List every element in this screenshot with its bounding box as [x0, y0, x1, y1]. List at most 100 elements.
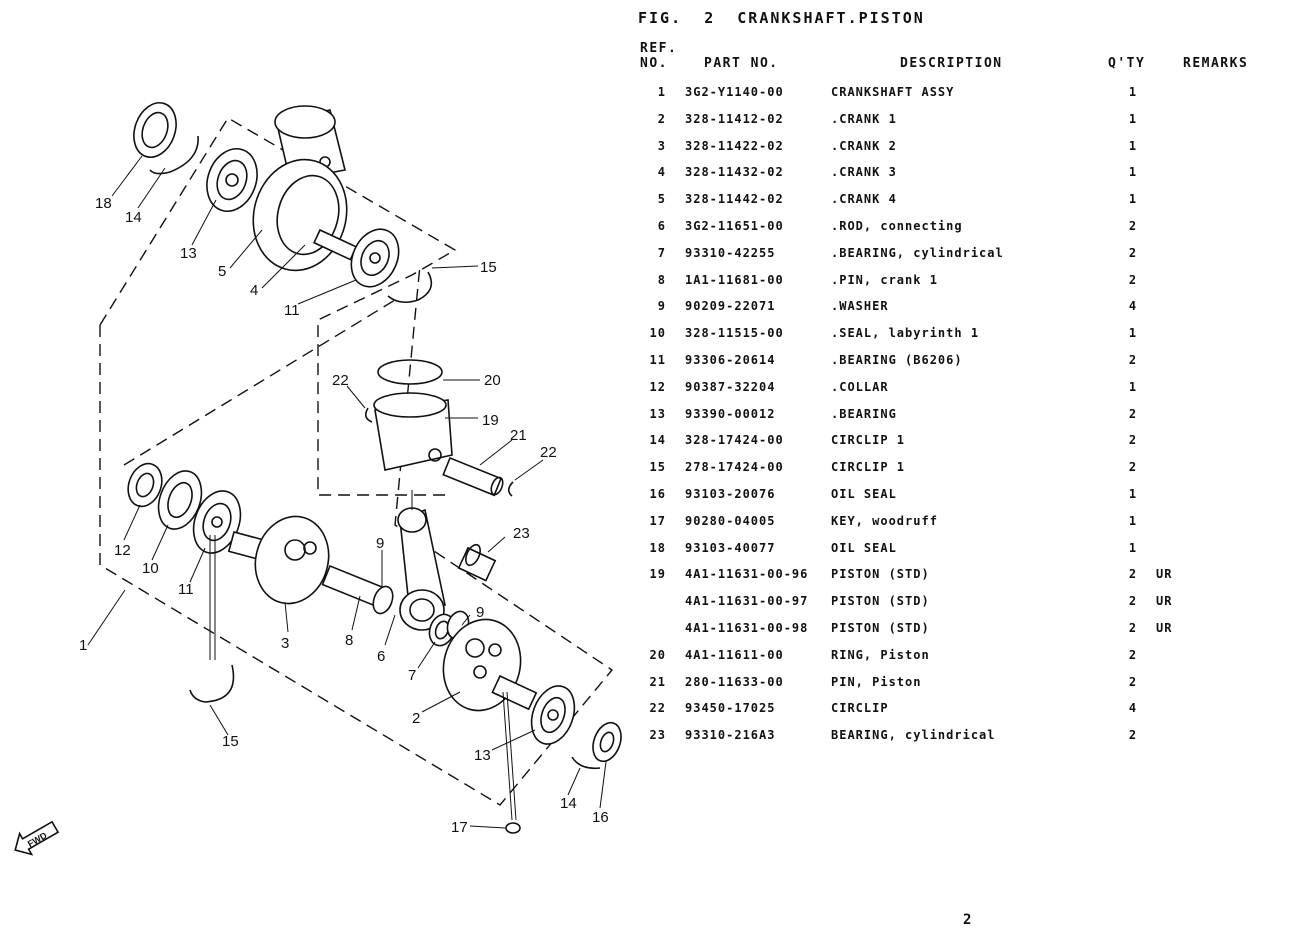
description: .BEARING	[831, 406, 897, 421]
remarks: UR	[1156, 594, 1173, 609]
column-header-ref-no: REF. NO.	[640, 41, 678, 71]
ref-no: 1	[657, 85, 666, 99]
assembly-boundary-upper	[99, 117, 457, 496]
description: .WASHER	[831, 299, 889, 314]
ref-no: 14	[649, 433, 666, 448]
fwd-label: FWD	[26, 830, 49, 849]
part-no: 93103-20076	[685, 486, 776, 501]
description: CIRCLIP	[831, 701, 889, 716]
callout-11: 11	[284, 302, 300, 319]
ref-no: 5	[657, 192, 666, 207]
callout-14: 14	[125, 209, 142, 226]
callout-9: 9	[476, 604, 484, 621]
ref-no: 20	[649, 647, 666, 662]
piston-19	[373, 392, 453, 471]
description: .COLLAR	[831, 379, 889, 394]
callout-2: 2	[412, 710, 420, 727]
description: .SEAL, labyrinth 1	[831, 326, 980, 341]
description: .CRANK 1	[831, 111, 897, 126]
callout-22: 22	[540, 444, 557, 461]
qty: 1	[1128, 138, 1138, 153]
part-no: 328-11422-02	[685, 138, 784, 153]
qty: 1	[1128, 513, 1138, 528]
callout-14: 14	[560, 795, 577, 812]
assembly-boundary-lower	[99, 264, 614, 806]
circlip-22a	[364, 407, 373, 423]
part-no: 4A1-11631-00-97	[685, 594, 809, 609]
bearing-11a	[350, 228, 400, 288]
part-no: 93310-216A3	[685, 728, 776, 743]
description: .BEARING, cylindrical	[831, 245, 1004, 260]
assembly-boundary-link	[123, 299, 396, 466]
fwd-arrow-icon: FWD	[14, 820, 60, 856]
callout-8: 8	[345, 632, 353, 649]
ref-no: 2	[657, 111, 666, 126]
callout-15: 15	[222, 733, 239, 750]
crank-top-assembly	[252, 105, 358, 272]
qty: 2	[1128, 567, 1138, 582]
ref-no: 18	[649, 540, 666, 555]
figure-number: 2	[704, 9, 716, 27]
part-no: 90280-04005	[685, 513, 776, 528]
description: PISTON (STD)	[831, 567, 930, 582]
part-no: 4A1-11611-00	[685, 647, 784, 662]
ref-no: 19	[649, 567, 666, 582]
ref-no: 22	[649, 701, 666, 716]
ref-no: 13	[649, 406, 666, 421]
ref-no: 21	[649, 674, 666, 689]
callout-9: 9	[376, 535, 384, 552]
ref-no: 17	[649, 513, 666, 528]
oil-seal-18	[133, 102, 177, 158]
description: RING, Piston	[831, 647, 930, 662]
part-no: 328-11432-02	[685, 165, 784, 180]
ref-no: 12	[649, 379, 666, 394]
labyrinth-seal-10	[157, 470, 203, 530]
piston-pin-21	[442, 456, 504, 497]
description: OIL SEAL	[831, 540, 897, 555]
description: .PIN, crank 1	[831, 272, 938, 287]
part-no: 3G2-Y1140-00	[685, 85, 784, 99]
qty: 1	[1128, 540, 1138, 555]
description: OIL SEAL	[831, 486, 897, 501]
description: .CRANK 2	[831, 138, 897, 153]
qty: 2	[1128, 352, 1138, 367]
remarks: UR	[1156, 567, 1173, 582]
part-no: 90387-32204	[685, 379, 776, 394]
ref-no: 4	[657, 165, 666, 180]
description: BEARING, cylindrical	[831, 728, 996, 743]
callout-16: 16	[592, 809, 609, 826]
circlip-14b	[571, 756, 601, 770]
part-no: 278-17424-00	[685, 460, 784, 475]
needle-bearing-23	[457, 543, 497, 582]
crank-3	[227, 515, 330, 605]
callout-6: 6	[377, 648, 385, 665]
circlip-15b	[189, 664, 235, 703]
callout-21: 21	[510, 427, 527, 444]
part-no: 328-11515-00	[685, 326, 784, 341]
ref-no: 10	[649, 326, 666, 341]
leader-lines	[87, 155, 607, 829]
callout-19: 19	[482, 412, 499, 429]
qty: 2	[1128, 406, 1138, 421]
qty: 1	[1128, 379, 1138, 394]
part-no: 93103-40077	[685, 540, 776, 555]
ref-no: 8	[657, 272, 666, 287]
woodruff-key-17	[505, 822, 521, 834]
oil-seal-16	[592, 721, 622, 763]
part-no: 93390-00012	[685, 406, 776, 421]
ref-no: 11	[649, 352, 666, 367]
part-no: 3G2-11651-00	[685, 218, 784, 233]
qty: 2	[1128, 218, 1138, 233]
bearing-13a	[206, 148, 258, 212]
callout-20: 20	[484, 372, 501, 389]
qty: 1	[1128, 111, 1138, 126]
